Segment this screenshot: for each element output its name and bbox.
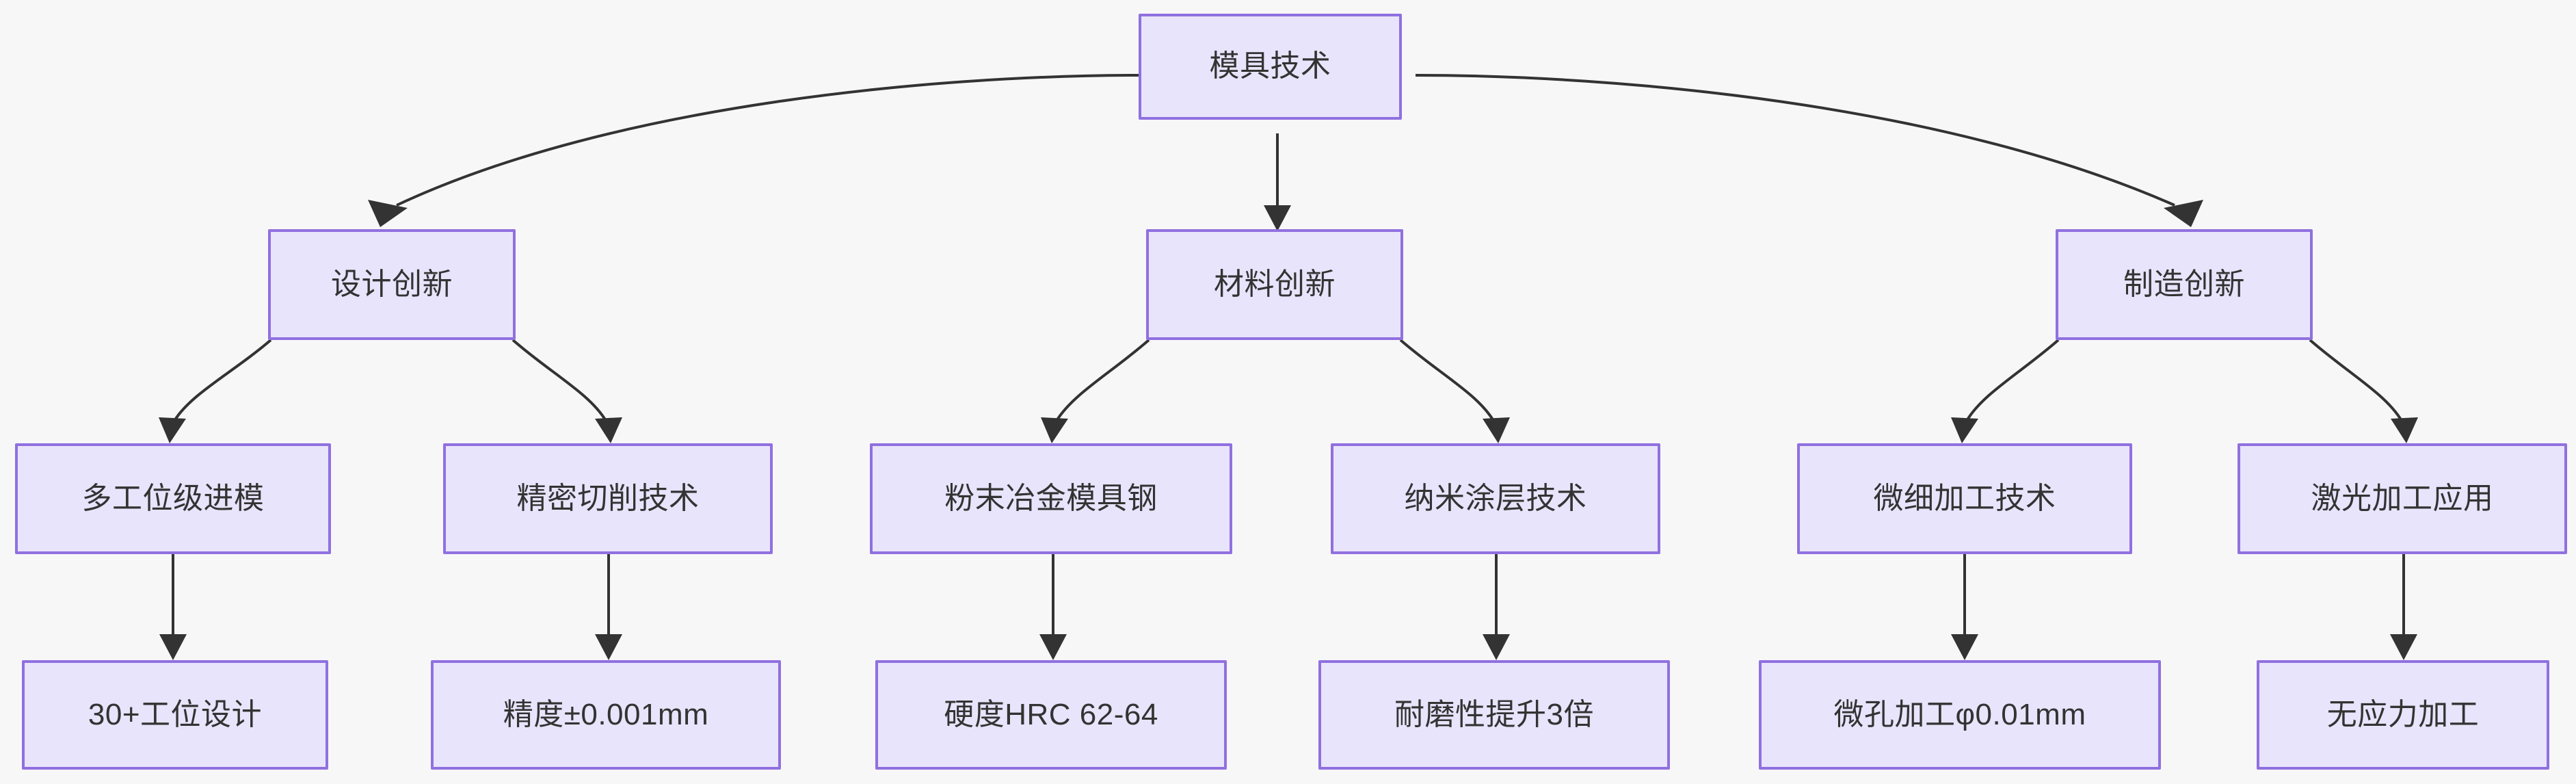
edge-design-to-progressive-die	[173, 339, 272, 422]
node-material-innovation[interactable]: 材料创新	[1146, 229, 1403, 340]
node-wear-resistance-label: 耐磨性提升3倍	[1394, 697, 1594, 731]
edge-material-to-nano-coating	[1399, 339, 1495, 422]
edge-material-to-powder-steel	[1055, 339, 1150, 422]
node-micro-hole-label: 微孔加工φ0.01mm	[1833, 697, 2086, 731]
arrowhead-micro-machining-to-micro-hole	[1951, 634, 1978, 660]
node-powder-metallurgy-steel-label: 粉末冶金模具钢	[944, 481, 1158, 515]
node-accuracy-label: 精度±0.001mm	[503, 697, 709, 731]
node-station-design-label: 30+工位设计	[88, 697, 263, 731]
node-hardness[interactable]: 硬度HRC 62-64	[875, 660, 1227, 770]
node-nano-coating-label: 纳米涂层技术	[1404, 481, 1587, 515]
node-stress-free[interactable]: 无应力加工	[2257, 660, 2549, 770]
node-precision-cutting-label: 精密切削技术	[516, 481, 700, 515]
edge-manufacture-to-laser	[2309, 339, 2403, 422]
node-accuracy[interactable]: 精度±0.001mm	[431, 660, 781, 770]
node-laser-machining[interactable]: 激光加工应用	[2238, 443, 2567, 554]
node-progressive-die[interactable]: 多工位级进模	[15, 443, 331, 554]
node-stress-free-label: 无应力加工	[2326, 697, 2480, 731]
node-design-innovation-label: 设计创新	[331, 267, 453, 301]
arrowhead-material-to-powder-steel	[1041, 417, 1068, 443]
node-root-label: 模具技术	[1209, 49, 1331, 83]
node-design-innovation[interactable]: 设计创新	[268, 229, 516, 340]
arrowhead-root-to-material	[1264, 205, 1291, 231]
node-station-design[interactable]: 30+工位设计	[22, 660, 328, 770]
node-micro-machining[interactable]: 微细加工技术	[1797, 443, 2132, 554]
node-manufacture-innovation[interactable]: 制造创新	[2056, 229, 2313, 340]
arrowhead-powder-steel-to-hardness	[1039, 634, 1067, 660]
arrowhead-manufacture-to-micro-machining	[1951, 417, 1978, 443]
node-root[interactable]: 模具技术	[1139, 14, 1402, 120]
edge-design-to-precision-cutting	[512, 339, 607, 422]
arrowhead-root-to-manufacture	[2164, 200, 2203, 227]
node-material-innovation-label: 材料创新	[1214, 267, 1336, 301]
node-manufacture-innovation-label: 制造创新	[2123, 267, 2245, 301]
node-progressive-die-label: 多工位级进模	[81, 481, 265, 515]
node-precision-cutting[interactable]: 精密切削技术	[443, 443, 773, 554]
arrowhead-material-to-nano-coating	[1483, 417, 1510, 443]
node-micro-machining-label: 微细加工技术	[1873, 481, 2056, 515]
node-laser-machining-label: 激光加工应用	[2311, 481, 2494, 515]
node-wear-resistance[interactable]: 耐磨性提升3倍	[1318, 660, 1670, 770]
arrowhead-design-to-progressive-die	[159, 417, 186, 443]
node-hardness-label: 硬度HRC 62-64	[944, 697, 1158, 731]
edge-root-to-manufacture	[1415, 74, 2175, 207]
arrowhead-root-to-design	[368, 200, 408, 227]
arrowhead-precision-cutting-to-accuracy	[595, 634, 622, 660]
edge-manufacture-to-micro-machining	[1965, 339, 2060, 422]
edge-root-to-design	[396, 74, 1139, 207]
arrowhead-nano-coating-to-wear	[1483, 634, 1510, 660]
node-nano-coating[interactable]: 纳米涂层技术	[1331, 443, 1660, 554]
arrowhead-progressive-die-to-stations	[159, 634, 187, 660]
node-powder-metallurgy-steel[interactable]: 粉末冶金模具钢	[870, 443, 1232, 554]
node-micro-hole[interactable]: 微孔加工φ0.01mm	[1759, 660, 2161, 770]
arrowhead-design-to-precision-cutting	[595, 417, 622, 443]
arrowhead-manufacture-to-laser	[2391, 417, 2418, 443]
arrowhead-laser-to-stress-free	[2390, 634, 2417, 660]
